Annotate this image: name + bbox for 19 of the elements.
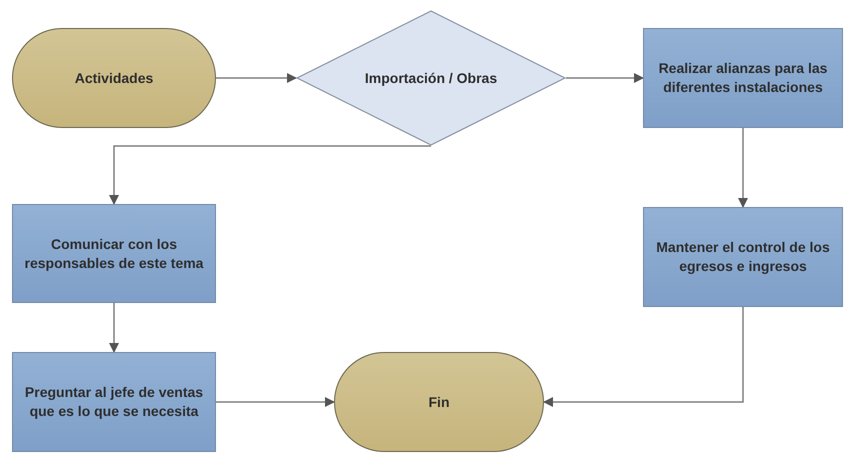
node-label: Importación / Obras — [364, 68, 498, 88]
arrow — [109, 145, 431, 205]
node-label: Comunicar con los responsables de este tema — [24, 234, 204, 272]
process-box — [643, 207, 843, 307]
process-box — [643, 28, 843, 128]
arrow — [543, 307, 744, 407]
arrow — [566, 73, 644, 83]
node-label: Preguntar al jefe de ventas que es lo que se necesita — [24, 383, 204, 421]
decision-diamond — [296, 10, 566, 146]
node-label: Realizar alianzas para las diferentes instalaciones — [658, 59, 828, 97]
arrow — [216, 73, 297, 83]
arrow — [738, 128, 748, 208]
node-label: Mantener el control de los egresos e ingresos — [655, 238, 831, 276]
process-box — [12, 204, 216, 303]
node-label: Actividades — [74, 68, 154, 88]
process-box — [12, 352, 216, 452]
arrow — [216, 397, 335, 407]
arrow — [109, 303, 119, 353]
node-label: Fin — [428, 392, 450, 412]
